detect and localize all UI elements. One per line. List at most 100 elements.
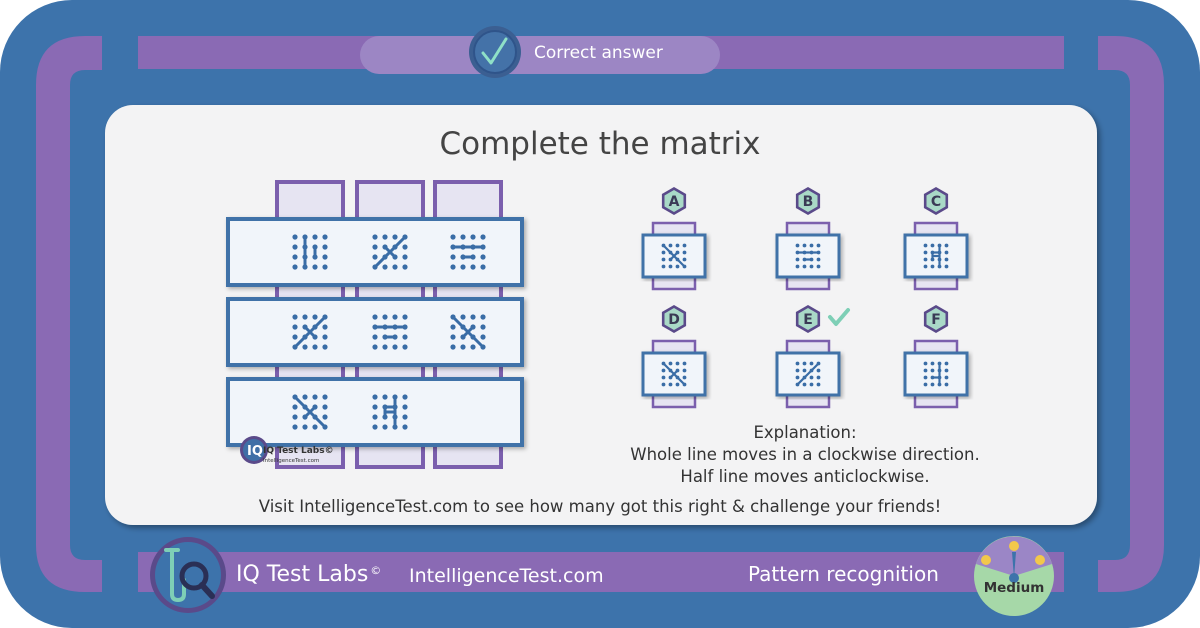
- pattern-dot: [302, 344, 308, 350]
- explanation-line-2: Half line moves anticlockwise.: [680, 467, 930, 486]
- pattern-dot: [470, 334, 476, 340]
- pattern-dot: [668, 250, 673, 255]
- cta-link[interactable]: Visit IntelligenceTest.com to see how ma…: [258, 497, 942, 516]
- explanation-heading: Explanation:: [753, 423, 857, 442]
- option-f[interactable]: F: [903, 305, 969, 409]
- pattern-dot: [809, 375, 814, 380]
- option-a[interactable]: A: [641, 187, 707, 291]
- pattern-dot: [661, 375, 666, 380]
- pattern-dot: [312, 334, 318, 340]
- pattern-dot: [802, 250, 807, 255]
- pattern-dot: [450, 234, 456, 240]
- pattern-dot: [795, 382, 800, 387]
- pattern-dot: [944, 264, 949, 269]
- pattern-dot: [372, 404, 378, 410]
- pattern-dot: [923, 257, 928, 262]
- pattern-dot: [392, 244, 398, 250]
- pattern-dot: [460, 324, 466, 330]
- pattern-dot: [675, 243, 680, 248]
- pattern-dot: [460, 334, 466, 340]
- pattern-dot: [480, 264, 486, 270]
- pattern-dot: [809, 382, 814, 387]
- option-e[interactable]: E: [775, 305, 850, 409]
- pattern-dot: [392, 404, 398, 410]
- pattern-dot: [292, 414, 298, 420]
- pattern-dot: [292, 334, 298, 340]
- pattern-dot: [470, 254, 476, 260]
- difficulty-label: Medium: [983, 580, 1045, 596]
- pattern-dot: [402, 344, 408, 350]
- purple-frame-accents: [36, 36, 1164, 592]
- option-letter: D: [668, 312, 680, 328]
- pattern-dot: [661, 368, 666, 373]
- pattern-dot: [460, 254, 466, 260]
- pattern-dot: [944, 375, 949, 380]
- pattern-dot: [937, 250, 942, 255]
- pattern-dot: [292, 324, 298, 330]
- pattern-dot: [392, 344, 398, 350]
- pattern-dot: [930, 250, 935, 255]
- pattern-dot: [795, 257, 800, 262]
- pattern-dot: [382, 234, 388, 240]
- pattern-dot: [292, 344, 298, 350]
- pattern-dot: [392, 424, 398, 430]
- option-b[interactable]: B: [775, 187, 841, 291]
- pattern-dot: [923, 368, 928, 373]
- pattern-dot: [382, 314, 388, 320]
- pattern-dot: [392, 324, 398, 330]
- pattern-dot: [312, 404, 318, 410]
- option-c[interactable]: C: [903, 187, 969, 291]
- pattern-dot: [923, 250, 928, 255]
- pattern-dot: [480, 244, 486, 250]
- footer-brand-name: IQ Test Labs: [236, 562, 369, 587]
- pattern-dot: [661, 264, 666, 269]
- pattern-dot: [372, 244, 378, 250]
- pattern-dot: [795, 368, 800, 373]
- pattern-dot: [312, 414, 318, 420]
- footer-site[interactable]: IntelligenceTest.com: [409, 565, 604, 587]
- pattern-dot: [322, 414, 328, 420]
- pattern-dot: [923, 375, 928, 380]
- pattern-dot: [661, 250, 666, 255]
- pattern-backslash-line: [292, 394, 328, 430]
- pattern-dot: [816, 257, 821, 262]
- pattern-dot: [402, 234, 408, 240]
- pattern-dot: [661, 243, 666, 248]
- pattern-dot: [675, 382, 680, 387]
- pattern-dot: [322, 424, 328, 430]
- pattern-dot: [392, 394, 398, 400]
- pattern-dot: [937, 375, 942, 380]
- pattern-dot: [382, 424, 388, 430]
- pattern-dot: [661, 257, 666, 262]
- pattern-horizontal-line: [795, 243, 821, 269]
- pattern-dot: [480, 254, 486, 260]
- pattern-dot: [292, 244, 298, 250]
- pattern-dot: [809, 361, 814, 366]
- pattern-dot: [460, 314, 466, 320]
- pattern-dot: [322, 254, 328, 260]
- pattern-dot: [923, 382, 928, 387]
- copyright-mark: ©: [370, 564, 382, 577]
- pattern-dot: [302, 424, 308, 430]
- puzzle-matrix: IQ: [226, 180, 524, 469]
- option-badge-fill: [664, 190, 684, 212]
- pattern-dot: [382, 334, 388, 340]
- pattern-dot: [292, 394, 298, 400]
- option-d[interactable]: D: [641, 305, 707, 409]
- pattern-dot: [930, 361, 935, 366]
- pattern-dot: [372, 234, 378, 240]
- pattern-dot: [382, 344, 388, 350]
- pattern-dot: [802, 368, 807, 373]
- pattern-dot: [392, 234, 398, 240]
- pattern-dot: [944, 361, 949, 366]
- pattern-dot: [682, 382, 687, 387]
- pattern-dot: [372, 324, 378, 330]
- pattern-dot: [930, 243, 935, 248]
- pattern-dot: [923, 361, 928, 366]
- matrix-cells: [292, 234, 486, 430]
- pattern-dot: [292, 404, 298, 410]
- pattern-dot: [460, 234, 466, 240]
- pattern-dot: [470, 324, 476, 330]
- pattern-dot: [668, 368, 673, 373]
- pattern-dot: [480, 334, 486, 340]
